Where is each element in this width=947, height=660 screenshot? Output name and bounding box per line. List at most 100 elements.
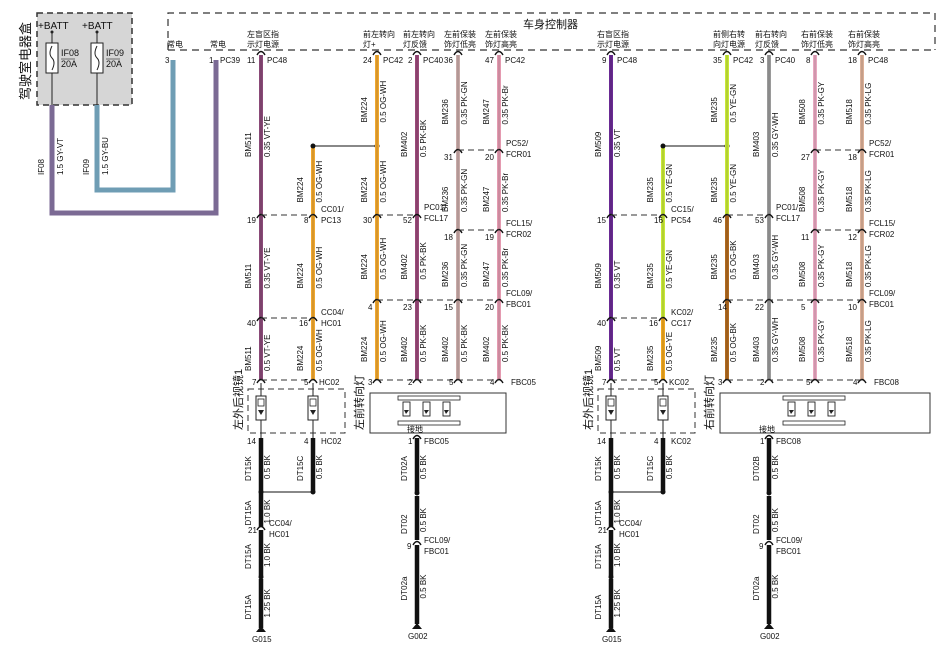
- right-gw1-circuit: DT15C: [646, 455, 655, 481]
- left-lamp-bar-top: [397, 395, 461, 401]
- bcm-output-connector-left-4: PC42: [505, 56, 526, 65]
- left-wl-e2-spec: 0.35 PK-GN: [460, 244, 469, 287]
- bcm-output-connector-icon-right-3: [810, 50, 820, 56]
- right-wl-c4-spec: 0.5 OG-BK: [729, 322, 738, 362]
- right-turn-diode-icon-2: [829, 410, 834, 414]
- right-wl-d3-circuit: BM403: [752, 336, 761, 362]
- right-splice-2b: CC17: [671, 319, 692, 328]
- bcm-output-pin-right-0: 9: [602, 56, 607, 65]
- right-mirror-bottom-connector: KC02: [671, 437, 692, 446]
- right-splice-pc52b: FCR01: [869, 150, 895, 159]
- left-wl-f0-spec: 0.35 PK-Br: [501, 85, 510, 124]
- left-wl-d2-spec: 0.5 PK-BK: [419, 241, 428, 279]
- left-wl-f3-circuit: BM402: [482, 336, 491, 362]
- right-mirror-diode-icon-0: [608, 410, 614, 415]
- right-wl-c2-circuit: BM235: [710, 177, 719, 203]
- left-ground-g002: G002: [408, 632, 428, 641]
- right-turn-led-icon-2: [827, 401, 836, 417]
- left-wl-a2-circuit: BM511: [244, 263, 253, 288]
- left-lamp-connector: FBC05: [511, 378, 536, 387]
- right-gw-pin-4: 4: [654, 437, 659, 446]
- right-gw2-spec: 1.0 BK: [613, 499, 622, 524]
- left-gw2-circuit: DT15A: [244, 500, 253, 526]
- left-pin-d1: 52: [403, 216, 412, 225]
- left-mirror-diode-icon-0: [258, 410, 264, 415]
- left-pin-f1: 19: [485, 233, 494, 242]
- right-gw7-spec: 0.5 BK: [771, 574, 780, 599]
- right-splice-fcl15b: FCR02: [869, 230, 895, 239]
- splice-node: [258, 574, 264, 580]
- right-splice-fcl09a: FCL09/: [869, 289, 896, 298]
- right-gw3-spec: 1.0 BK: [613, 542, 622, 567]
- left-wl-d1-circuit: BM402: [400, 131, 409, 157]
- right-pin-b2: 16: [649, 319, 658, 328]
- right-pin-e2: 5: [801, 303, 806, 312]
- left-wl-c3-circuit: BM224: [360, 254, 369, 280]
- right-ground-g002: G002: [760, 632, 780, 641]
- left-wl-b3-circuit: BM224: [296, 345, 305, 371]
- left-splice-2a: CC04/: [321, 308, 344, 317]
- right-wl-e2-circuit: BM508: [798, 261, 807, 287]
- right-wl-f1-spec: 0.35 PK-LG: [864, 170, 873, 212]
- left-gw5-spec: 0.5 BK: [419, 454, 428, 479]
- left-turn-led-icon-1: [422, 401, 431, 417]
- left-splice-pc52b: FCR01: [506, 150, 532, 159]
- right-ground-g015: G015: [602, 635, 622, 644]
- right-wl-c1-spec: 0.5 YE-GN: [729, 84, 738, 123]
- right-turn-led-icon-0: [787, 401, 796, 417]
- left-splice-fcl09b: FBC01: [506, 300, 531, 309]
- left-pin-e0: 31: [444, 153, 453, 162]
- bcm-output-pin-left-2: 2: [408, 56, 413, 65]
- right-wl-b3-circuit: BM235: [646, 345, 655, 371]
- connector-icon: [412, 434, 422, 440]
- left-gw4-spec: 1.25 BK: [263, 588, 272, 617]
- left-splice-pc01b: FCL17: [424, 214, 449, 223]
- right-wl-d1-circuit: BM403: [752, 131, 761, 157]
- wire-if09-spec: 1.5 GY-BU: [101, 137, 110, 175]
- right-gw5-spec: 0.5 BK: [771, 454, 780, 479]
- right-pin-c2: 14: [718, 303, 727, 312]
- left-lamp-gw-pin-9: 9: [407, 542, 412, 551]
- left-gw-splice-b: HC01: [269, 530, 290, 539]
- right-wl-f0-spec: 0.35 PK-LG: [864, 83, 873, 125]
- right-wl-d1-spec: 0.35 GY-WH: [771, 112, 780, 157]
- left-wl-c2-circuit: BM224: [360, 177, 369, 203]
- bcm-pin-label-1: 常电: [210, 39, 226, 49]
- fuse-if09-rating: 20A: [106, 59, 122, 69]
- right-wl-b2-circuit: BM235: [646, 263, 655, 289]
- right-wl-b3-spec: 0.5 OG-YE: [665, 332, 674, 371]
- right-pin-f2: 10: [848, 303, 857, 312]
- bcm-output-pin-right-3: 8: [806, 56, 811, 65]
- connector-icon: [606, 525, 616, 531]
- left-ground-g015-icon: [256, 626, 266, 632]
- left-wl-f0-circuit: BM247: [482, 99, 491, 125]
- right-wl-e0-spec: 0.35 PK-GY: [817, 81, 826, 124]
- left-gw3-spec: 1.0 BK: [263, 542, 272, 567]
- bcm-output-pin-left-3: 36: [444, 56, 453, 65]
- right-pin-e0: 27: [801, 153, 810, 162]
- connector-icon: [764, 540, 774, 546]
- right-gw0-circuit: DT15K: [594, 455, 603, 481]
- connector-icon: [412, 213, 422, 219]
- right-wl-c4-circuit: BM235: [710, 336, 719, 362]
- right-gw0-spec: 0.5 BK: [613, 454, 622, 479]
- right-wl-d2-circuit: BM403: [752, 254, 761, 280]
- right-wl-f2-spec: 0.35 PK-LG: [864, 245, 873, 287]
- right-wl-b2-spec: 0.5 YE-GN: [665, 250, 674, 289]
- right-lamp-ground-connector: FBC08: [776, 437, 801, 446]
- left-turn-led-icon-0: [402, 401, 411, 417]
- left-gw1-circuit: DT15C: [296, 455, 305, 481]
- right-splice-pc52a: PC52/: [869, 139, 892, 148]
- left-pin-a1: 19: [247, 216, 256, 225]
- right-wl-e1-circuit: BM508: [798, 186, 807, 212]
- bcm-output-connector-icon-right-0: [606, 50, 616, 56]
- right-pin-c1: 46: [713, 216, 722, 225]
- left-pin-d3: 2: [408, 378, 413, 387]
- right-wl-e2-spec: 0.35 PK-GY: [817, 244, 826, 287]
- bcm-output-connector-icon-right-2: [764, 50, 774, 56]
- bcm-pin-1-connector: PC39: [220, 56, 241, 65]
- fuse-if08-rating: 20A: [61, 59, 77, 69]
- right-wl-c2-spec: 0.5 YE-GN: [729, 164, 738, 203]
- right-turn-led-icon-1: [807, 401, 816, 417]
